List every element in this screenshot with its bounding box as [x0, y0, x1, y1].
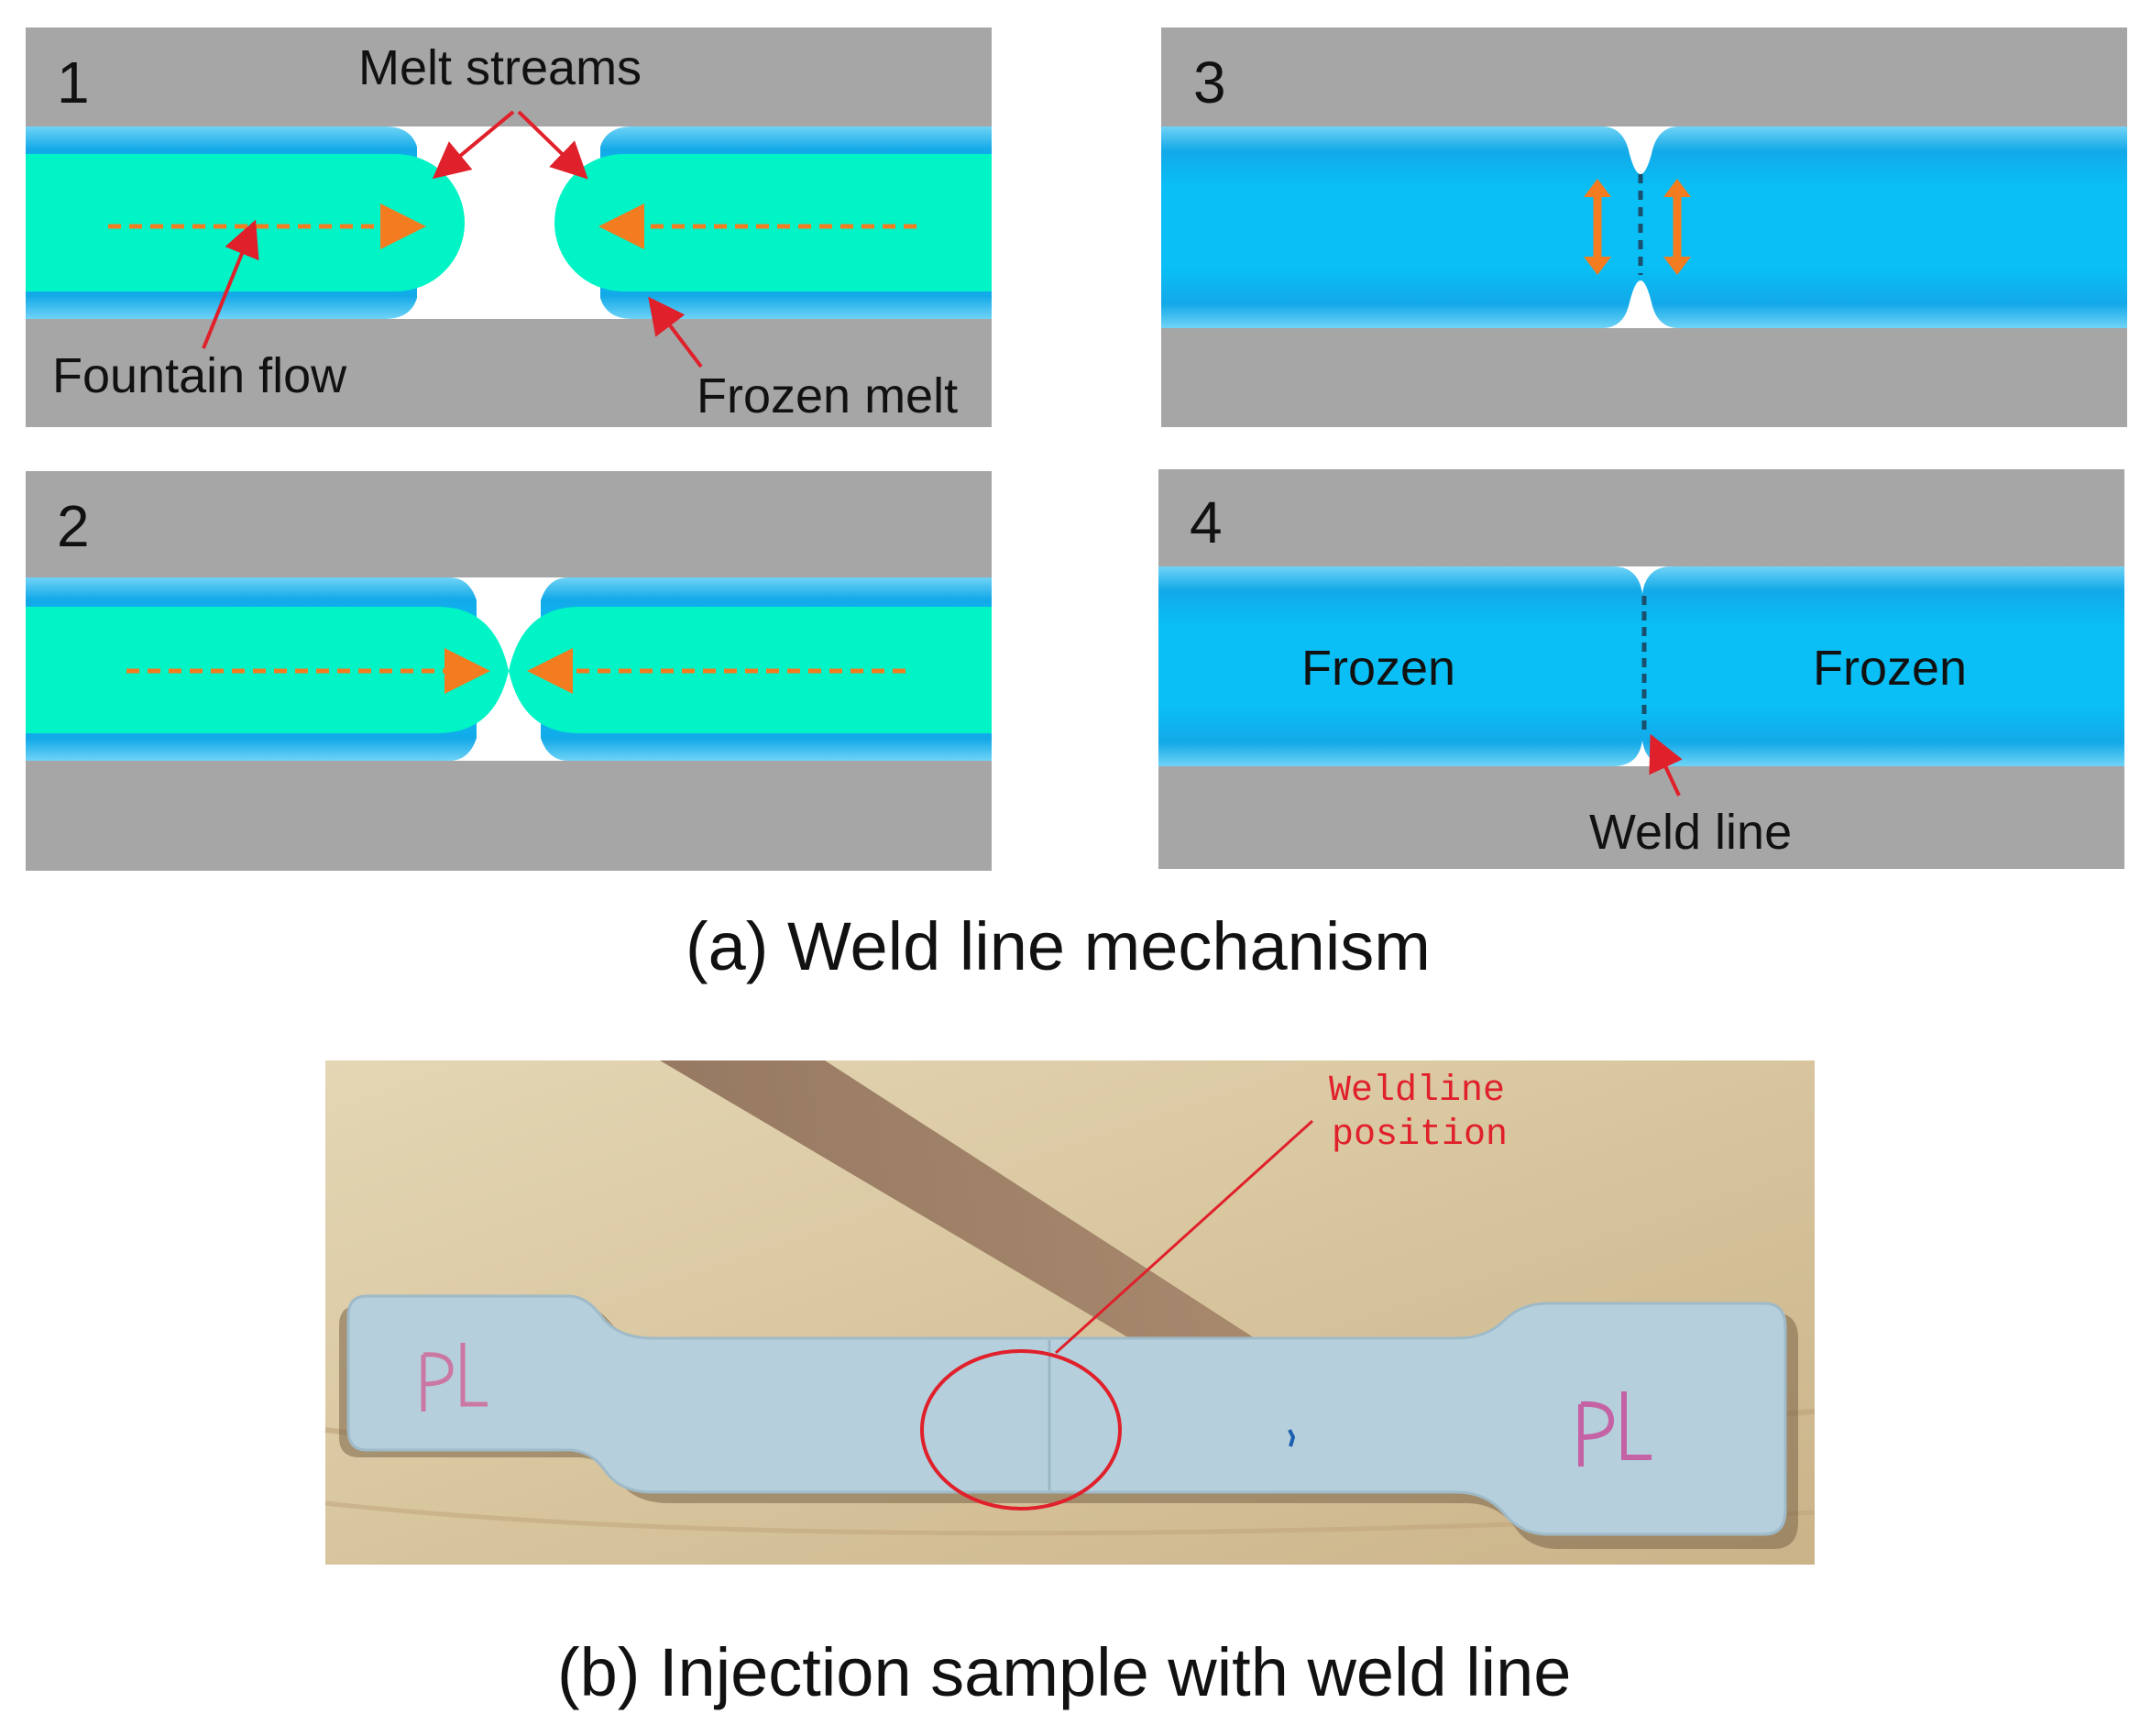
step3-panel: 3 [1161, 27, 2127, 427]
dogbone-specimen [346, 1294, 1787, 1536]
frozen-part-right [1642, 566, 2124, 766]
pointer-frozen-melt [648, 296, 703, 368]
pointer-melt-left [432, 110, 515, 180]
caption-b: (b) Injection sample with weld line [557, 1634, 1571, 1710]
specimen-photo: Weldline position [324, 1060, 1816, 1565]
specimen-mark-right [1578, 1391, 1652, 1467]
pointer-melt-right [517, 110, 588, 180]
caption-a: (a) Weld line mechanism [686, 908, 1431, 984]
step3-number: 3 [1193, 49, 1226, 115]
melt-stream-left [26, 607, 509, 733]
frozen-layer-left [1161, 126, 1641, 328]
label-frozen-left: Frozen [1301, 641, 1455, 696]
melt-stream-right [554, 154, 992, 291]
label-melt-streams: Melt streams [358, 40, 642, 95]
label-frozen-right: Frozen [1813, 641, 1967, 696]
blue-ink-dot [1288, 1429, 1296, 1447]
step2-panel: 2 [26, 471, 992, 871]
label-frozen-melt: Frozen melt [697, 368, 958, 423]
label-weld-line: Weld line [1589, 805, 1792, 860]
step4-panel: 4 Frozen Frozen Weld line [1158, 469, 2124, 869]
frozen-part-left [1158, 566, 1642, 766]
weldline-highlight-circle [920, 1349, 1122, 1511]
pointer-weld-line [1649, 733, 1683, 797]
frozen-layer-right [1641, 126, 2127, 328]
annotation-weldline: Weldline [1329, 1071, 1505, 1112]
pressure-arrow-left [1584, 179, 1611, 275]
specimen-mark-left [421, 1343, 488, 1412]
step4-number: 4 [1190, 489, 1223, 555]
annotation-leader-line [1054, 1119, 1314, 1355]
wood-dark-grain [660, 1060, 1283, 1375]
pointer-fountain-flow [202, 219, 259, 349]
melt-stream-left [26, 154, 465, 291]
pressure-arrow-right [1663, 179, 1691, 275]
step1-panel: 1 Melt streams Fountain flow Frozen melt [26, 27, 992, 427]
step1-number: 1 [57, 49, 90, 115]
step2-number: 2 [57, 493, 90, 559]
annotation-position: position [1332, 1115, 1508, 1156]
label-fountain-flow: Fountain flow [52, 348, 347, 403]
